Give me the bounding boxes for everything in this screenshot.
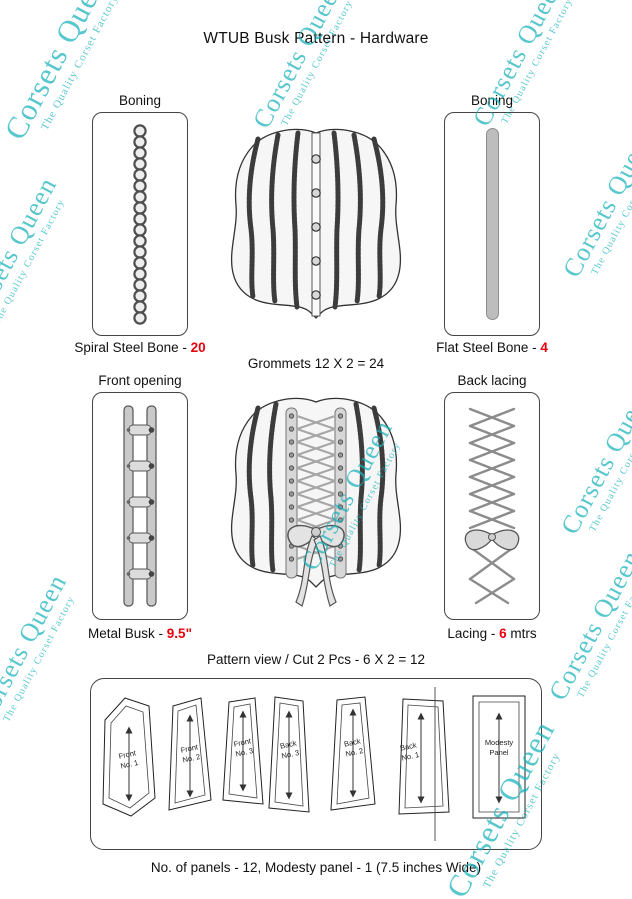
pattern-pieces-illustration: Front No. 1 Front No. 2 Front No. 3 Back… xyxy=(102,687,526,841)
piece-label-modesty-panel: Modesty Panel xyxy=(485,738,514,757)
spiral-steel-bone-illustration xyxy=(133,124,147,325)
svg-text:Front: Front xyxy=(233,736,253,749)
piece-label-back-1: Back No. 1 xyxy=(399,740,420,762)
corset-back-illustration xyxy=(230,397,402,607)
busk-loops xyxy=(311,154,321,300)
caption-count: 9.5" xyxy=(166,626,192,641)
lacing-bow xyxy=(464,529,520,551)
lacing-zigzag xyxy=(468,407,516,605)
svg-text:Back: Back xyxy=(399,740,417,752)
grainline-arrows xyxy=(125,708,503,804)
piece-label-back-2: Back No. 2 xyxy=(343,736,364,758)
svg-text:No. 2: No. 2 xyxy=(182,752,201,765)
back-lacing-label: Back lacing xyxy=(457,373,527,388)
front-opening-label: Front opening xyxy=(98,373,182,388)
piece-label-front-1: Front No. 1 xyxy=(118,748,139,771)
caption-text: Spiral Steel Bone - xyxy=(74,340,191,355)
metal-busk-panel xyxy=(92,392,188,620)
caption-text: Lacing - xyxy=(447,626,500,641)
spiral-bone-caption: Spiral Steel Bone - 20 xyxy=(30,340,250,355)
corset-front-illustration xyxy=(230,128,402,319)
spiral-bone-panel xyxy=(92,112,188,336)
pattern-view-title: Pattern view / Cut 2 Pcs - 6 X 2 = 12 xyxy=(207,652,425,667)
lacing-bow xyxy=(287,524,345,607)
svg-text:No. 1: No. 1 xyxy=(120,758,139,771)
svg-text:Panel: Panel xyxy=(489,748,509,757)
svg-text:Front: Front xyxy=(118,748,138,761)
spiral-bone-links xyxy=(133,124,147,325)
svg-text:Back: Back xyxy=(343,736,361,748)
piece-label-back-3: Back No. 3 xyxy=(279,738,300,760)
flat-steel-bone-illustration xyxy=(485,128,499,320)
boning-channels xyxy=(246,401,386,574)
lacing-illustration xyxy=(464,407,520,605)
panels-summary: No. of panels - 12, Modesty panel - 1 (7… xyxy=(150,860,482,875)
svg-text:Back: Back xyxy=(279,738,297,750)
caption-text: Flat Steel Bone - xyxy=(436,340,541,355)
caption-count: 4 xyxy=(540,340,548,355)
flat-bone-panel xyxy=(444,112,540,336)
busk-clasps xyxy=(126,424,155,580)
lacing-panel xyxy=(444,392,540,620)
page-title: WTUB Busk Pattern - Hardware xyxy=(203,30,429,47)
grommets-caption: Grommets 12 X 2 = 24 xyxy=(247,356,385,371)
watermark: Corsets Queen The Quality Corset Factory xyxy=(0,172,68,332)
svg-text:Modesty: Modesty xyxy=(485,738,514,747)
caption-count: 20 xyxy=(190,340,206,355)
caption-suffix: mtrs xyxy=(506,626,537,641)
corset-back-outline xyxy=(230,397,402,588)
svg-text:Front: Front xyxy=(180,742,200,755)
caption-count: 6 xyxy=(499,626,507,641)
flat-bone-caption: Flat Steel Bone - 4 xyxy=(392,340,592,355)
piece-outlines xyxy=(102,687,526,841)
piece-label-front-2: Front No. 2 xyxy=(180,742,201,765)
lacing-caption: Lacing - 6 mtrs xyxy=(392,626,592,641)
svg-text:No. 3: No. 3 xyxy=(281,748,300,761)
piece-label-front-3: Front No. 3 xyxy=(233,736,254,759)
boning-right-label: Boning xyxy=(470,93,514,108)
svg-text:No. 1: No. 1 xyxy=(401,750,420,763)
metal-busk-caption: Metal Busk - 9.5" xyxy=(30,626,250,641)
watermark: Corsets Queen The Quality Corset Factory xyxy=(557,122,632,282)
pattern-pieces-panel: Front No. 1 Front No. 2 Front No. 3 Back… xyxy=(90,678,542,850)
metal-busk-illustration xyxy=(123,405,157,607)
caption-text: Metal Busk - xyxy=(88,626,167,641)
svg-text:No. 3: No. 3 xyxy=(235,746,254,759)
boning-left-label: Boning xyxy=(118,93,162,108)
svg-text:No. 2: No. 2 xyxy=(345,746,364,759)
boning-channels xyxy=(246,130,386,310)
watermark: Corsets Queen The Quality Corset Factory xyxy=(555,379,632,539)
